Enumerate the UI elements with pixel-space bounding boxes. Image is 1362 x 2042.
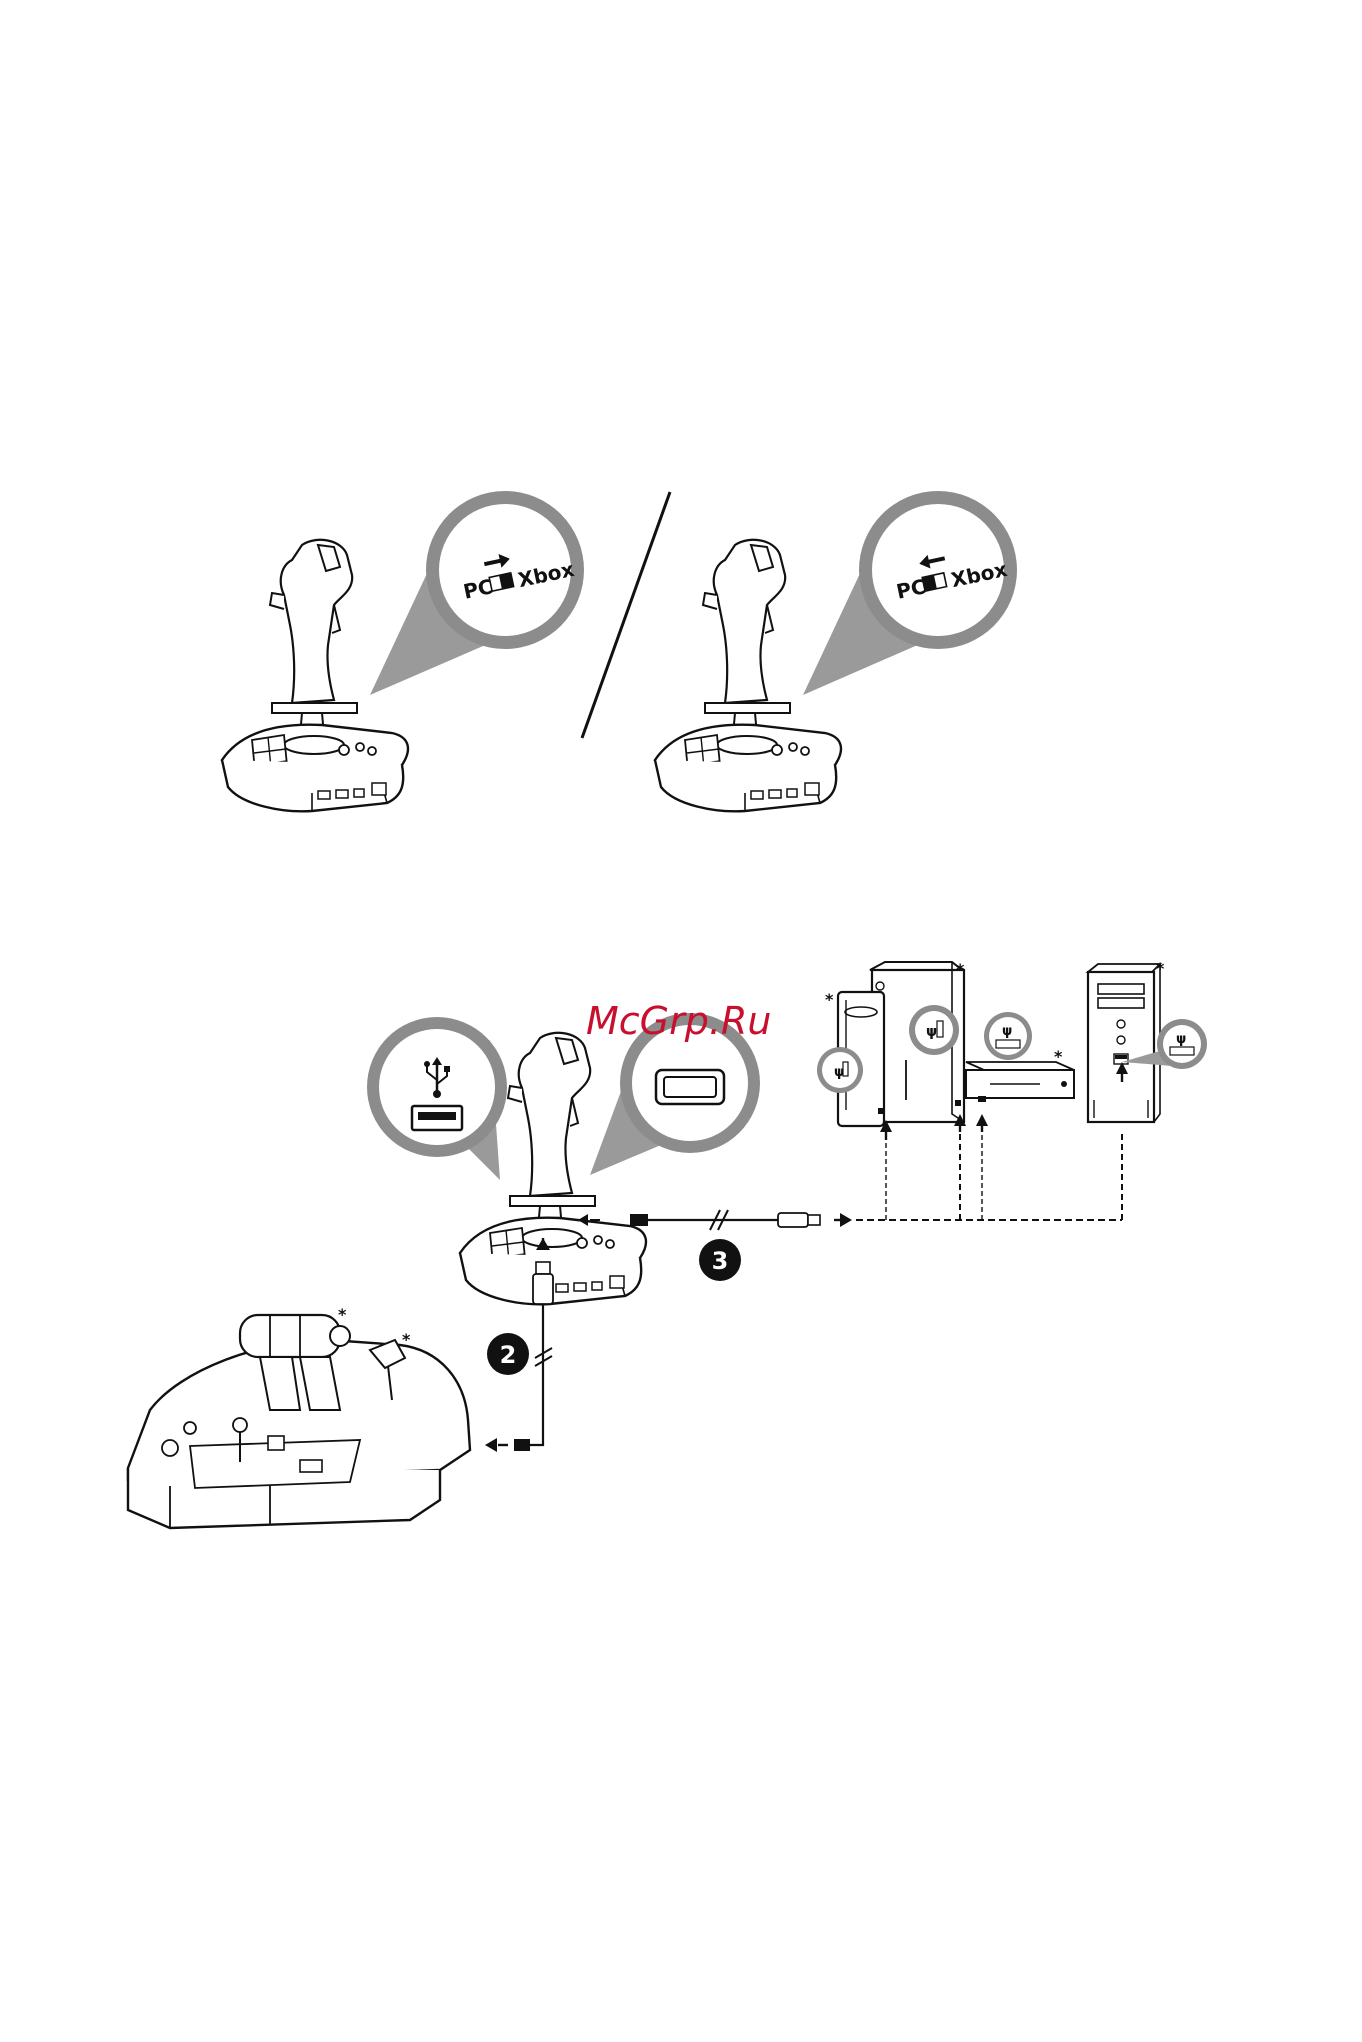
asterisk-xbox-one: * (1054, 1047, 1063, 1066)
throttle-unit: * * (128, 1305, 470, 1528)
connection-figure: McGrp.Ru 3 (128, 959, 1207, 1528)
usb-callout-series-x: ψ (909, 1005, 959, 1055)
switch-panel-right: PC Xbox (655, 491, 1017, 811)
asterisk-throttle-1: * (338, 1305, 347, 1324)
device-port-inner (664, 1077, 716, 1097)
usb-icon: ψ (926, 1024, 937, 1040)
watermark: McGrp.Ru (586, 999, 771, 1043)
pc-tower: * (1088, 959, 1165, 1122)
switch-panel-left: PC Xbox (222, 491, 584, 811)
step-2-label: 2 (500, 1341, 517, 1369)
asterisk-xbox-x: * (956, 960, 965, 979)
usb-callout-series-s: ψ (817, 1047, 863, 1093)
step-3-badge: 3 (699, 1239, 741, 1281)
usb-icon: ψ (1002, 1024, 1012, 1039)
switch-figure: PC Xbox PC Xbox (222, 491, 1017, 811)
asterisk-xbox-s: * (825, 990, 834, 1009)
asterisk-throttle-2: * (402, 1330, 411, 1349)
step-2-badge: 2 (487, 1333, 529, 1375)
usb-callout-xbox-one: ψ (984, 1012, 1032, 1060)
usb-icon: ψ (1176, 1032, 1186, 1047)
step-3-label: 3 (712, 1247, 729, 1275)
asterisk-pc: * (1156, 959, 1165, 978)
divider-slash (582, 492, 670, 738)
usb-a-port-tongue (418, 1112, 456, 1120)
